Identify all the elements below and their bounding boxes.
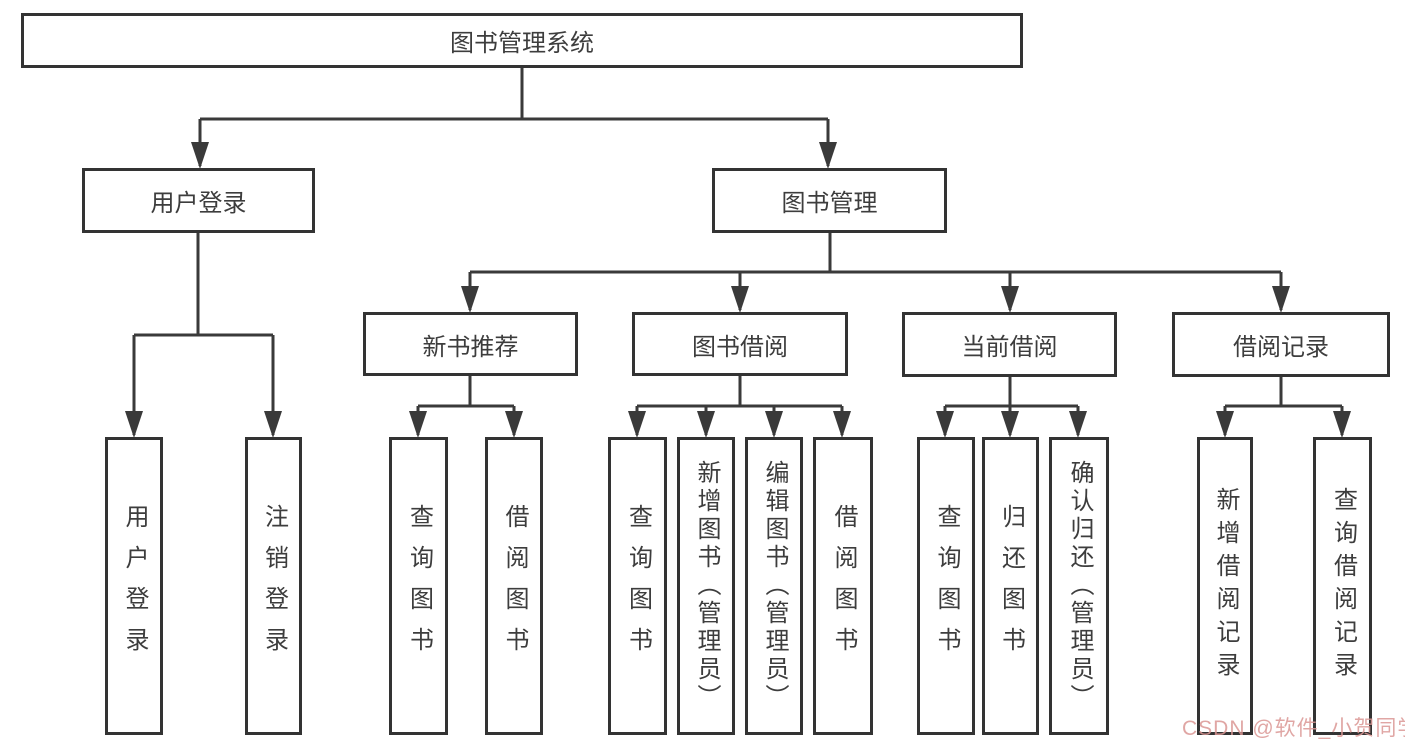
node-user-login: 用户登录 [82, 168, 315, 233]
node-library-system: 图书管理系统 [21, 13, 1023, 68]
leaf-label: 借阅图书 [501, 504, 528, 668]
leaf-query-borrow-record: 查询借阅记录 [1313, 437, 1372, 735]
connector-root-to-level2 [198, 68, 830, 166]
node-label: 借阅记录 [1233, 334, 1329, 361]
leaf-query-books-recommend: 查询图书 [389, 437, 448, 735]
leaf-label: 新增图书（管理员） [693, 460, 720, 712]
node-book-management: 图书管理 [712, 168, 947, 233]
leaf-label: 查询借阅记录 [1329, 487, 1357, 685]
leaf-label: 借阅图书 [830, 504, 857, 668]
leaf-label: 确认归还（管理员） [1066, 460, 1093, 712]
csdn-watermark: CSDN @软件_小贺同学 [1182, 717, 1405, 740]
leaf-query-books-current: 查询图书 [917, 437, 975, 735]
node-borrow-records: 借阅记录 [1172, 312, 1390, 377]
leaf-return-book: 归还图书 [982, 437, 1039, 735]
leaf-add-book-admin: 新增图书（管理员） [677, 437, 735, 735]
leaf-label: 新增借阅记录 [1212, 487, 1239, 685]
node-book-borrowing: 图书借阅 [632, 312, 848, 376]
leaf-label: 查询图书 [933, 504, 960, 668]
leaf-label: 归还图书 [997, 504, 1025, 668]
node-label: 图书借阅 [692, 333, 788, 361]
leaf-label: 注销登录 [260, 504, 288, 668]
connector-userlogin-to-leaves [132, 233, 275, 435]
node-label: 图书管理 [781, 190, 878, 217]
node-current-borrowing: 当前借阅 [902, 312, 1117, 377]
leaf-query-books-borrowing: 查询图书 [608, 437, 667, 735]
connector-borrowrec-to-leaves [1223, 377, 1344, 435]
connector-bookborrow-to-leaves [635, 376, 844, 435]
leaf-user-login: 用户登录 [105, 437, 163, 735]
leaf-logout: 注销登录 [245, 437, 302, 735]
node-new-book-recommend: 新书推荐 [363, 312, 578, 376]
leaf-confirm-return-admin: 确认归还（管理员） [1049, 437, 1109, 735]
leaf-edit-book-admin: 编辑图书（管理员） [745, 437, 803, 735]
leaf-add-borrow-record: 新增借阅记录 [1197, 437, 1253, 735]
node-label: 新书推荐 [422, 333, 519, 361]
node-label: 当前借阅 [961, 334, 1058, 361]
leaf-borrow-books-recommend: 借阅图书 [485, 437, 543, 735]
node-label: 用户登录 [150, 190, 247, 217]
arrowheads [125, 142, 1351, 438]
node-label: 图书管理系统 [450, 30, 594, 57]
leaf-label: 查询图书 [405, 504, 433, 668]
leaf-label: 编辑图书（管理员） [761, 460, 788, 712]
leaf-label: 查询图书 [624, 504, 652, 668]
connector-newbookrec-to-leaves [416, 376, 516, 435]
connector-bookmgmt-to-level3 [468, 233, 1283, 310]
leaf-label: 用户登录 [121, 504, 148, 668]
leaf-borrow-books: 借阅图书 [813, 437, 873, 735]
